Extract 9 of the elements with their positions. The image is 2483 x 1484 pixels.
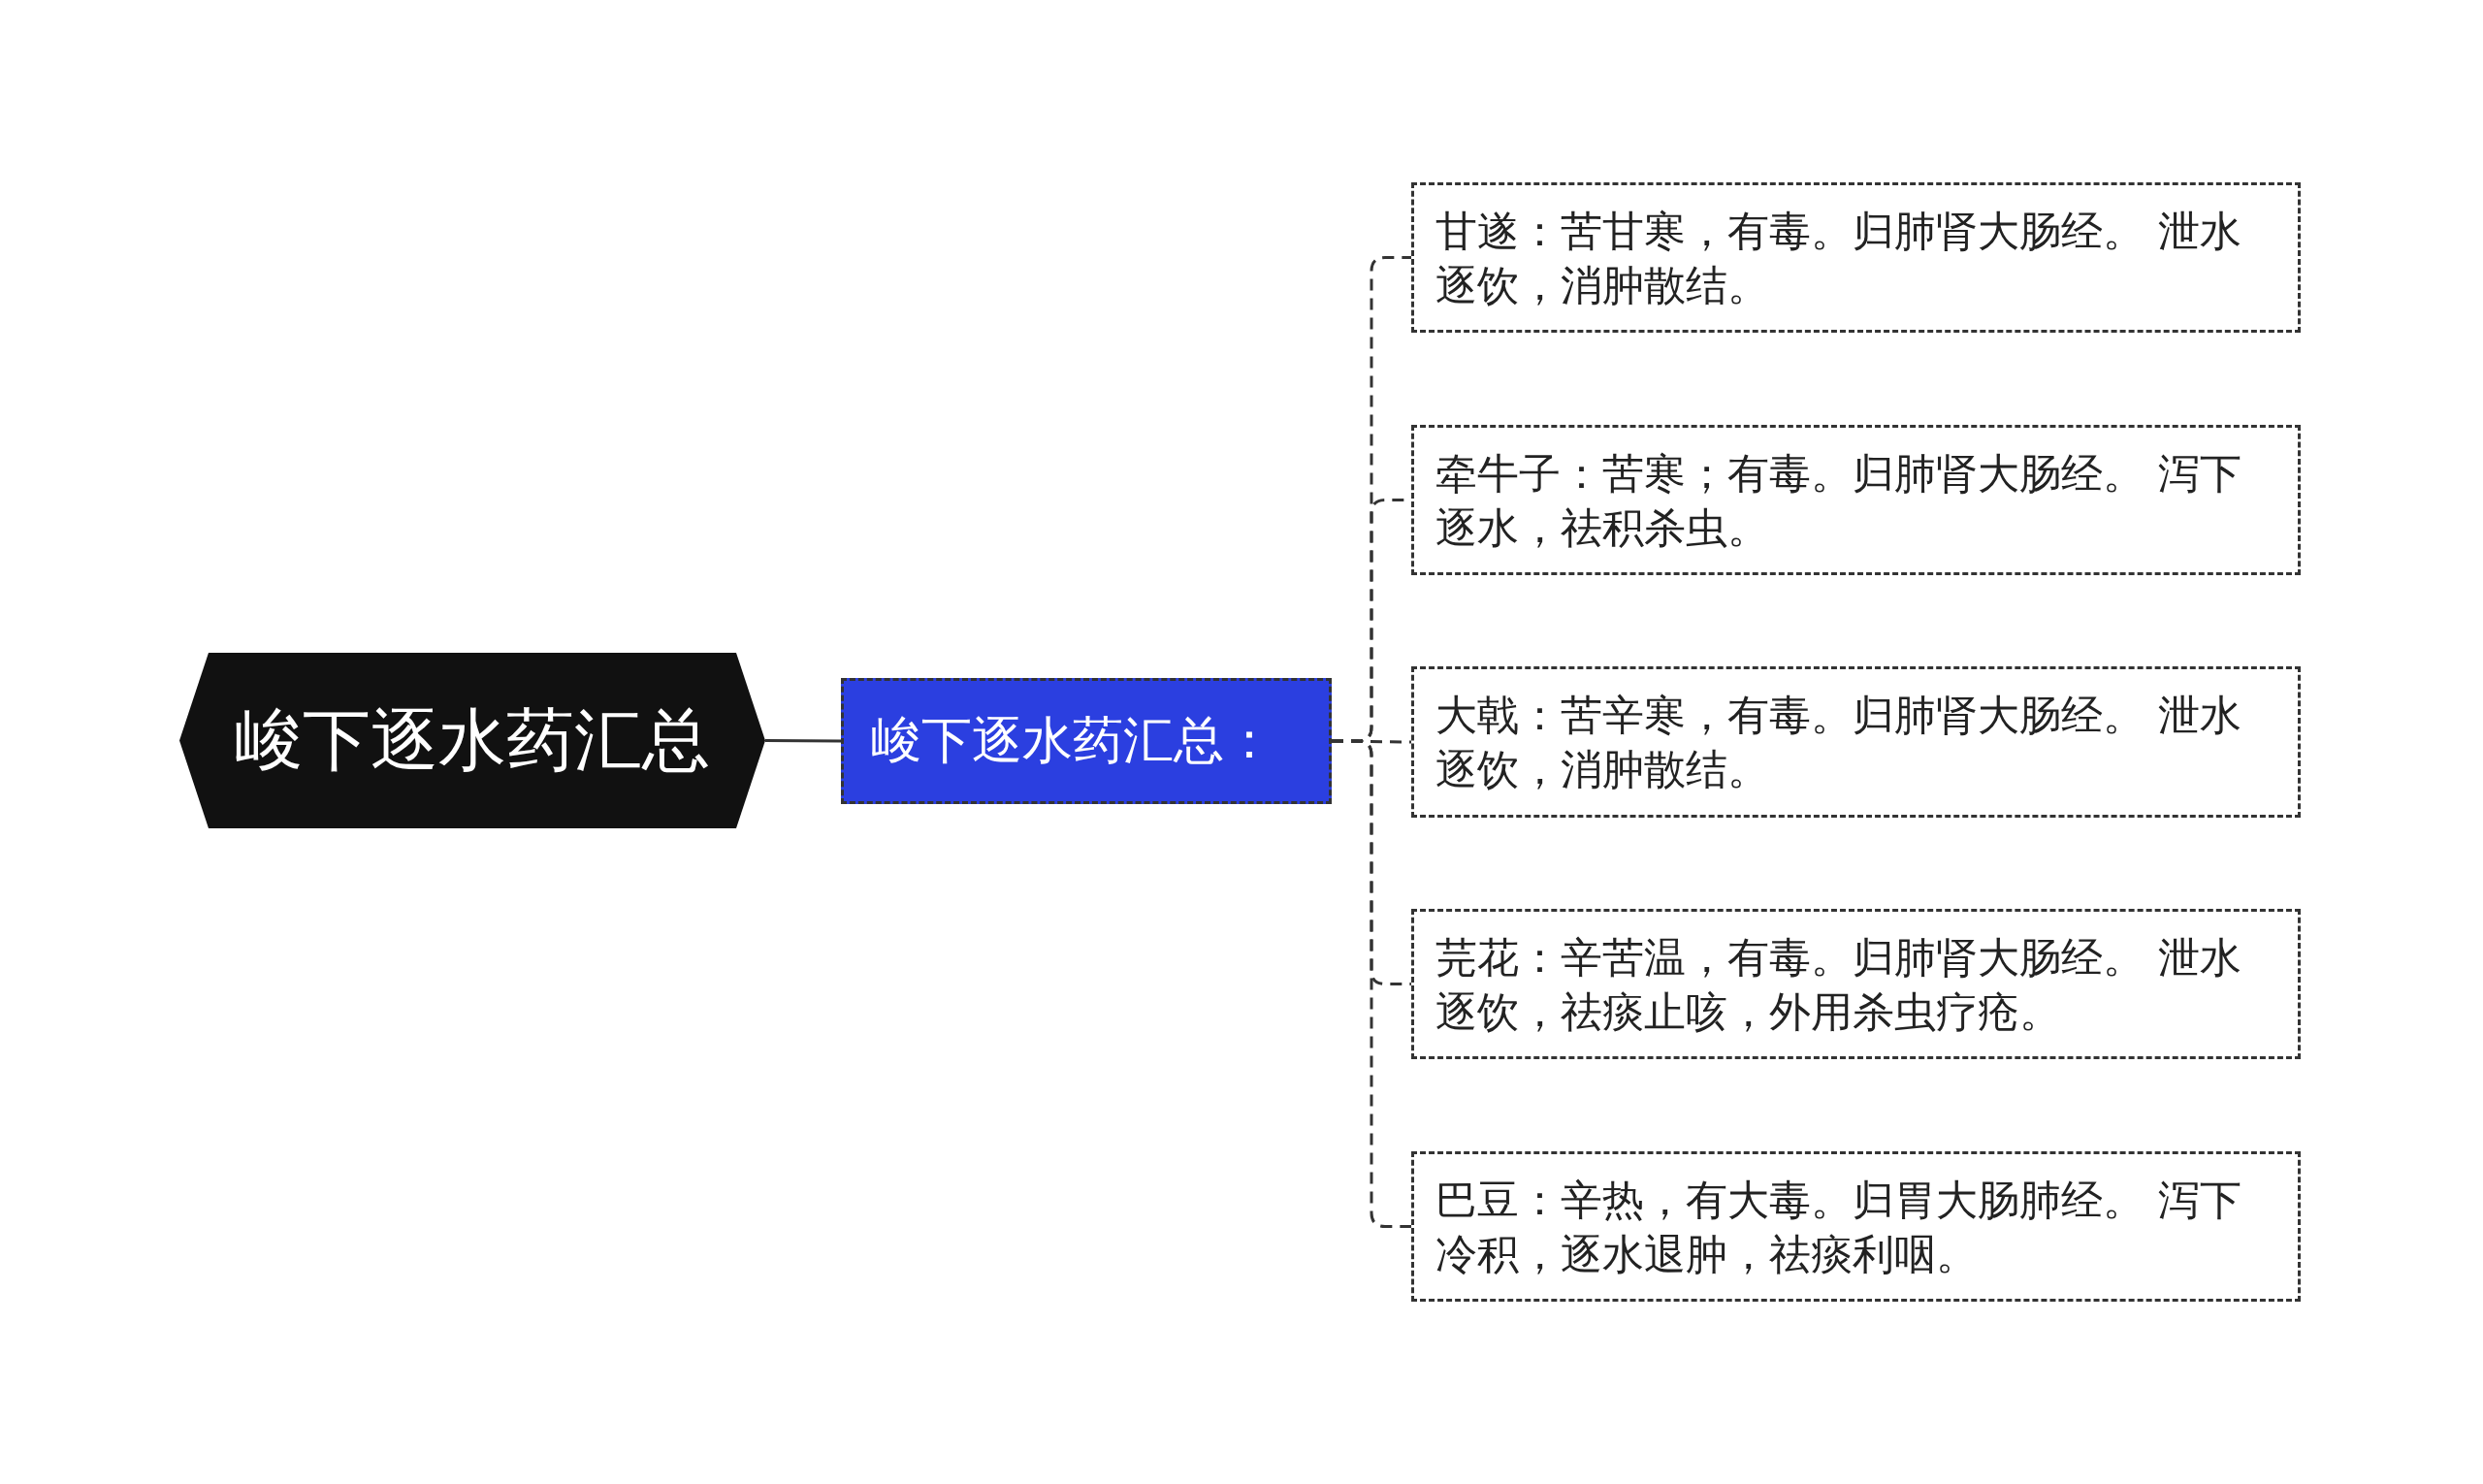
- connector-line: [765, 739, 841, 743]
- topic-box: 峻下逐水药汇总：: [841, 678, 1332, 804]
- connector-line: [1332, 739, 1411, 1228]
- note-box: 芫花：辛苦温，有毒。归肺肾大肠经。 泄水逐饮，祛痰止咳，外用杀虫疗疮。: [1411, 909, 2301, 1059]
- note-box: 牵牛子：苦寒；有毒。归肺肾大肠经。 泻下逐水，祛积杀虫。: [1411, 425, 2301, 575]
- note-box: 大戟：苦辛寒，有毒。归肺肾大肠经。 泄水逐饮，消肿散结。: [1411, 666, 2301, 818]
- note-box: 巴豆：辛热，有大毒。归胃大肠肺经。 泻下冷积，逐水退肿，祛痰利咽。: [1411, 1151, 2301, 1302]
- hexagon-node: 峻下逐水药汇总: [179, 653, 765, 828]
- note-box: 甘遂：苦甘寒，有毒。归肺肾大肠经。 泄水逐饮，消肿散结。: [1411, 182, 2301, 333]
